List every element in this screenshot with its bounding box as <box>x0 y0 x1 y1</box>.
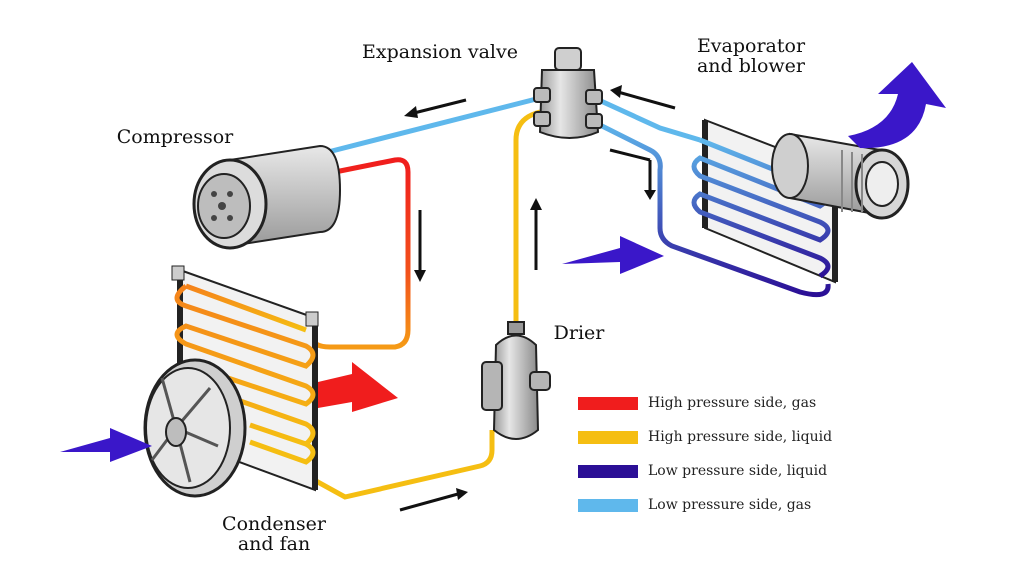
legend-swatch <box>578 498 638 512</box>
airflow-arrow-icon <box>318 362 398 412</box>
legend-swatch <box>578 464 638 478</box>
airflow-arrow-icon <box>60 428 152 462</box>
legend-swatch <box>578 396 638 410</box>
legend-item: High pressure side, gas <box>578 392 878 414</box>
legend-swatch <box>578 430 638 444</box>
legend-item: Low pressure side, gas <box>578 494 878 516</box>
legend-label: High pressure side, liquid <box>648 429 833 445</box>
legend-item: High pressure side, liquid <box>578 426 878 448</box>
pipe-low-gas-evaporator <box>588 93 701 143</box>
legend: High pressure side, gas High pressure si… <box>578 392 878 528</box>
evaporator-label-line2: and blower <box>696 55 806 77</box>
pipe-low-gas-compressor <box>327 93 549 155</box>
flow-arrow-icon <box>399 85 676 512</box>
drier-label: Drier <box>553 322 605 344</box>
condenser-label-line2: and fan <box>237 533 311 555</box>
legend-label: Low pressure side, gas <box>648 497 812 513</box>
condenser-label-line1: Condenser <box>222 513 326 535</box>
drier-icon <box>481 321 551 440</box>
airflow-arrow-icon <box>562 236 664 274</box>
airflow-arrow-icon <box>848 62 946 149</box>
compressor-icon <box>192 144 342 250</box>
compressor-label: Compressor <box>116 126 234 148</box>
fan-icon <box>143 358 247 498</box>
expansion-valve-label: Expansion valve <box>362 41 518 63</box>
legend-label: High pressure side, gas <box>648 395 817 411</box>
pipe-high-liquid-condenser <box>294 430 495 500</box>
evaporator-label-line1: Evaporator <box>696 35 806 57</box>
pipe-low-liquid-evaporator <box>588 117 831 298</box>
evaporator-label: Evaporator and blower <box>684 36 818 76</box>
blower-icon <box>771 132 910 220</box>
legend-item: Low pressure side, liquid <box>578 460 878 482</box>
expansion-valve-icon <box>533 47 603 139</box>
condenser-label: Condenser and fan <box>212 514 336 554</box>
legend-label: Low pressure side, liquid <box>648 463 828 479</box>
